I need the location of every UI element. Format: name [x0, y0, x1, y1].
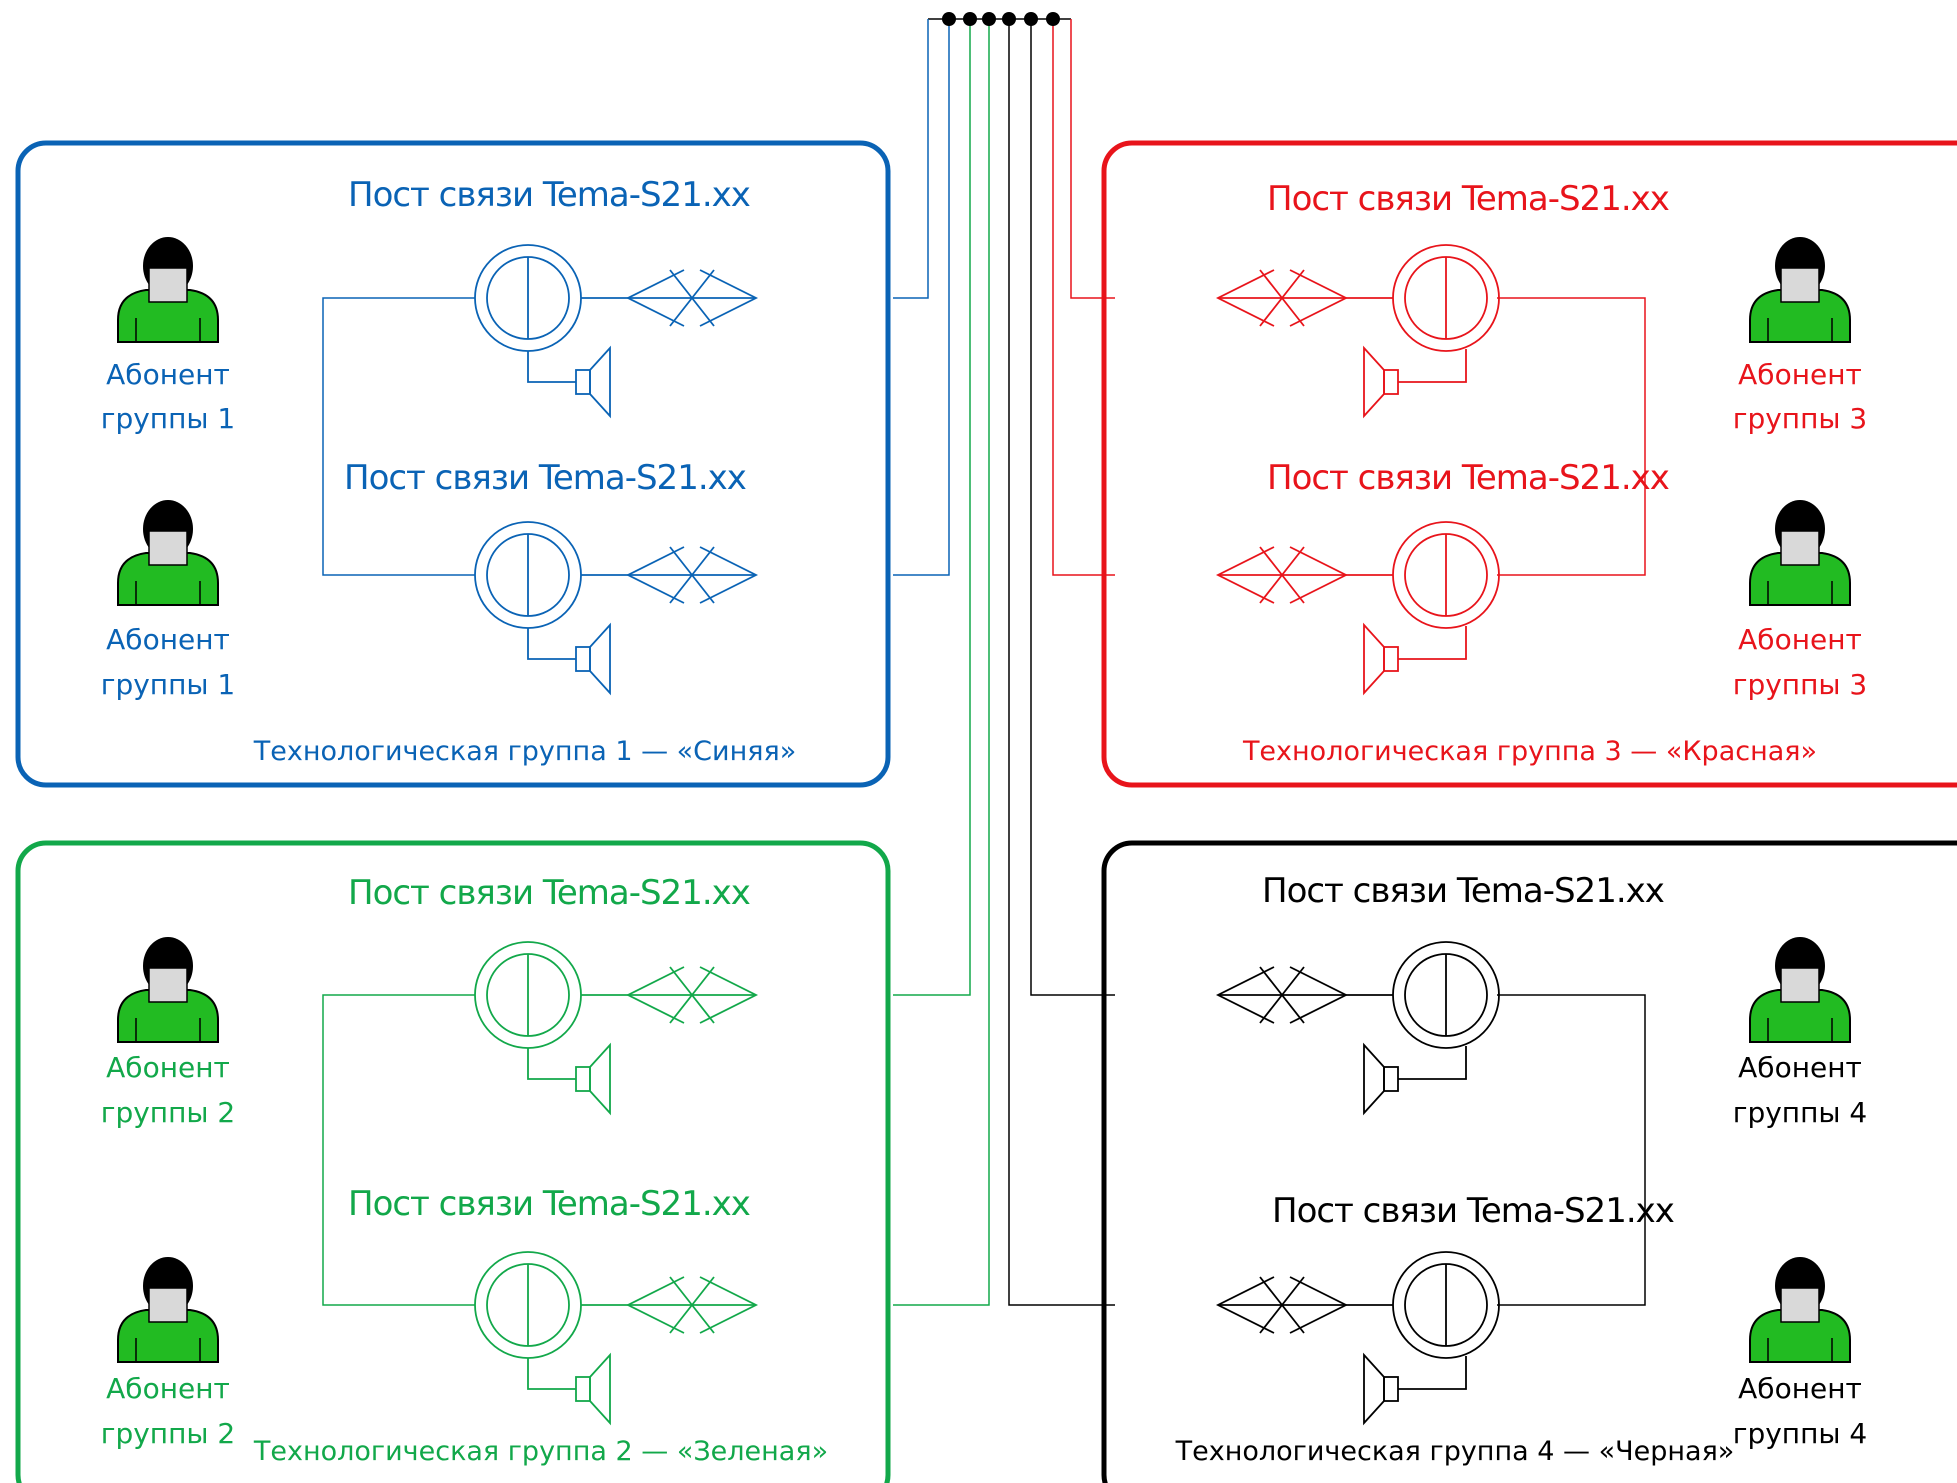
persons-layer — [117, 237, 1851, 1363]
bidirectional-link-icon — [1215, 1276, 1349, 1334]
intercom-post-icon — [474, 1251, 582, 1359]
post-red-1 — [1215, 244, 1500, 419]
wire-blue-1 — [893, 19, 929, 299]
wire-blue-2 — [893, 19, 950, 576]
wire-black-1 — [1008, 19, 1115, 1306]
group-caption: Технологическая группа 1 — «Синяя» — [253, 736, 797, 767]
loudspeaker-icon — [1363, 1042, 1467, 1116]
group-box-black — [1101, 840, 1957, 1483]
wire-black-2 — [1030, 19, 1115, 996]
group-caption: Технологическая группа 2 — «Зеленая» — [253, 1436, 828, 1467]
bidirectional-link-icon — [625, 1276, 759, 1334]
wire-red-2 — [1070, 19, 1115, 299]
loop-blue — [322, 297, 475, 576]
intercom-post-icon — [474, 941, 582, 1049]
subscriber-label: Абонент — [106, 358, 230, 391]
post-green-2 — [474, 1251, 759, 1426]
post-title: Пост связи Tema-S21.xx — [1262, 871, 1665, 911]
subscriber-label: группы 3 — [1733, 668, 1868, 701]
intercom-post-icon — [1392, 244, 1500, 352]
group-box-red — [1101, 140, 1957, 788]
intercom-post-icon — [1392, 1251, 1500, 1359]
loop-red — [1497, 297, 1646, 576]
person-icon — [117, 237, 219, 343]
subscriber-label: Абонент — [1738, 358, 1862, 391]
loudspeaker-icon — [1363, 345, 1467, 419]
loudspeaker-icon — [1363, 1352, 1467, 1426]
loudspeaker-icon — [1363, 622, 1467, 696]
person-icon — [1749, 237, 1851, 343]
posts-layer — [474, 244, 1500, 1426]
subscriber-label: Абонент — [106, 1051, 230, 1084]
post-title: Пост связи Tema-S21.xx — [348, 175, 751, 215]
person-icon — [1749, 500, 1851, 606]
subscriber-label: группы 2 — [101, 1096, 236, 1129]
subscriber-label: Абонент — [106, 1372, 230, 1405]
subscriber-label: группы 3 — [1733, 402, 1868, 435]
bidirectional-link-icon — [625, 269, 759, 327]
post-black-2 — [1215, 1251, 1500, 1426]
group-caption: Технологическая группа 3 — «Красная» — [1242, 736, 1817, 767]
subscriber-label: Абонент — [1738, 1372, 1862, 1405]
intercom-post-icon — [1392, 941, 1500, 1049]
bus-wiring — [893, 18, 1115, 1306]
loudspeaker-icon — [527, 345, 611, 419]
bidirectional-link-icon — [625, 966, 759, 1024]
person-icon — [117, 500, 219, 606]
bidirectional-link-icon — [1215, 966, 1349, 1024]
post-title: Пост связи Tema-S21.xx — [348, 873, 751, 913]
subscriber-label: Абонент — [1738, 623, 1862, 656]
subscriber-label: группы 2 — [101, 1417, 236, 1450]
intercom-post-icon — [474, 244, 582, 352]
person-icon — [1749, 937, 1851, 1043]
subscriber-label: Абонент — [1738, 1051, 1862, 1084]
group-box-green — [15, 840, 891, 1483]
post-title: Пост связи Tema-S21.xx — [1267, 458, 1670, 498]
group-caption: Технологическая группа 4 — «Черная» — [1175, 1436, 1735, 1467]
post-blue-2 — [474, 521, 759, 696]
person-icon — [1749, 1257, 1851, 1363]
loop-green — [322, 994, 475, 1306]
post-title: Пост связи Tema-S21.xx — [1267, 179, 1670, 219]
intercom-post-icon — [1392, 521, 1500, 629]
subscriber-label: группы 1 — [101, 402, 236, 435]
post-green-1 — [474, 941, 759, 1116]
person-icon — [117, 1257, 219, 1363]
group-box-blue — [15, 140, 891, 788]
wire-green-1 — [893, 19, 971, 996]
subscriber-label: группы 4 — [1733, 1417, 1868, 1450]
loudspeaker-icon — [527, 1352, 611, 1426]
loudspeaker-icon — [527, 1042, 611, 1116]
post-red-2 — [1215, 521, 1500, 696]
post-title: Пост связи Tema-S21.xx — [1272, 1191, 1675, 1231]
person-icon — [117, 937, 219, 1043]
subscriber-label: группы 4 — [1733, 1096, 1868, 1129]
post-blue-1 — [474, 244, 759, 419]
wire-green-2 — [893, 19, 990, 1306]
loudspeaker-icon — [527, 622, 611, 696]
subscriber-label: группы 1 — [101, 668, 236, 701]
bidirectional-link-icon — [625, 546, 759, 604]
intercom-post-icon — [474, 521, 582, 629]
subscriber-label: Абонент — [106, 623, 230, 656]
post-black-1 — [1215, 941, 1500, 1116]
bus-junction-node-icon — [942, 12, 1060, 26]
bidirectional-link-icon — [1215, 269, 1349, 327]
bidirectional-link-icon — [1215, 546, 1349, 604]
post-title: Пост связи Tema-S21.xx — [344, 458, 747, 498]
wire-red-1 — [1052, 19, 1115, 576]
post-title: Пост связи Tema-S21.xx — [348, 1184, 751, 1224]
loop-black — [1497, 994, 1646, 1306]
